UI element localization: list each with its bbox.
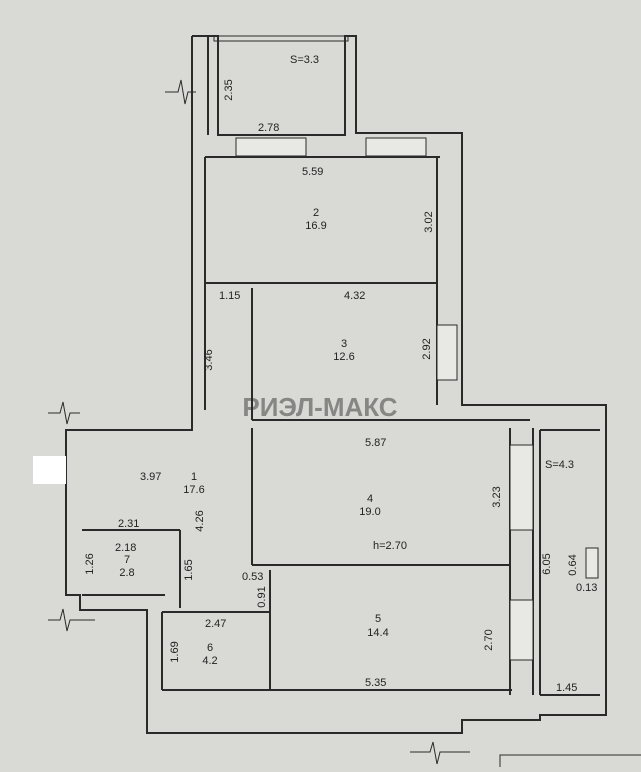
room-6-number: 6 xyxy=(207,642,213,654)
dim-label: 2.47 xyxy=(205,618,226,630)
room-4-area: 19.0 xyxy=(359,506,380,518)
room-labels: 1 17.6 2 16.9 3 12.6 4 19.0 5 14.4 6 4.2… xyxy=(119,54,574,667)
dimension-labels: 2.35 2.78 5.59 3.02 1.15 4.32 2.92 3.46 … xyxy=(84,79,597,694)
dim-label: 0.64 xyxy=(567,554,579,575)
room-2-number: 2 xyxy=(313,207,319,219)
dim-label: 0.53 xyxy=(242,571,263,583)
room-5-number: 5 xyxy=(375,613,381,625)
room-7-area: 2.8 xyxy=(119,567,134,579)
dim-label: 2.70 xyxy=(483,629,495,650)
dim-label: 3.97 xyxy=(140,471,161,483)
dim-label: 1.15 xyxy=(219,290,240,302)
balcony-right-area: S=4.3 xyxy=(545,459,574,471)
dim-label: 1.69 xyxy=(169,641,181,662)
watermark: РИЭЛ-МАКС xyxy=(242,392,397,422)
outer-walls xyxy=(65,35,607,734)
room-1-area: 17.6 xyxy=(183,484,204,496)
dim-label: 1.65 xyxy=(183,559,195,580)
dim-label: 2.78 xyxy=(258,122,279,134)
door-openings xyxy=(179,282,253,613)
dim-label: 3.23 xyxy=(491,486,503,507)
room-2-area: 16.9 xyxy=(305,220,326,232)
dim-label: 6.05 xyxy=(541,553,553,574)
dim-label: 2.35 xyxy=(223,79,235,100)
dim-label: 2.31 xyxy=(118,518,139,530)
dim-label: 3.02 xyxy=(423,211,435,232)
dim-label: 0.13 xyxy=(576,582,597,594)
adjacent-unit-edge xyxy=(499,754,641,767)
dim-label: 3.46 xyxy=(203,349,215,370)
balcony-top-area: S=3.3 xyxy=(290,54,319,66)
dim-label: 4.26 xyxy=(194,510,206,531)
dim-label: 5.59 xyxy=(302,166,323,178)
white-marker xyxy=(33,456,66,484)
room-3-number: 3 xyxy=(341,338,347,350)
windows xyxy=(235,137,599,661)
room-5-area: 14.4 xyxy=(367,627,388,639)
dim-label: 2.92 xyxy=(421,338,433,359)
dim-label: 0.91 xyxy=(256,586,268,607)
dim-label: 2.18 xyxy=(115,542,136,554)
room-6-area: 4.2 xyxy=(202,655,217,667)
room-7-number: 7 xyxy=(124,554,130,566)
room-1-number: 1 xyxy=(191,471,197,483)
dim-label: 1.26 xyxy=(84,553,96,574)
break-symbols xyxy=(48,79,470,765)
room-3-area: 12.6 xyxy=(333,351,354,363)
dim-label: 4.32 xyxy=(344,290,365,302)
dim-label: 1.45 xyxy=(556,682,577,694)
room-4-number: 4 xyxy=(367,493,373,505)
ceiling-height: h=2.70 xyxy=(373,540,407,552)
dim-label: 5.87 xyxy=(365,437,386,449)
dim-label: 5.35 xyxy=(365,677,386,689)
